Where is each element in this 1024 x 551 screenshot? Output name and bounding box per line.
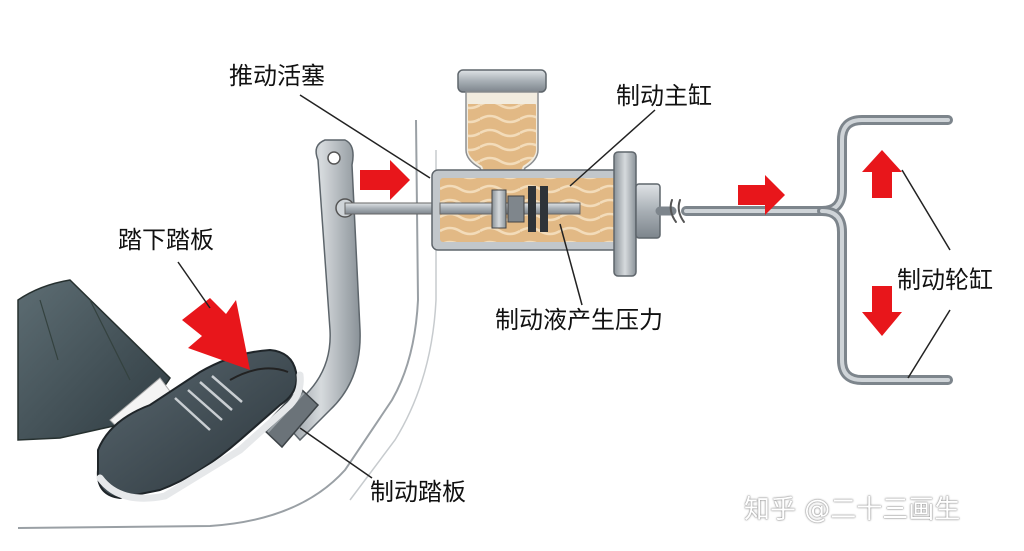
label-master-cylinder: 制动主缸 bbox=[616, 82, 712, 110]
label-fluid-pressure: 制动液产生压力 bbox=[495, 306, 663, 334]
label-wheel-cylinder: 制动轮缸 bbox=[897, 266, 993, 294]
shoe bbox=[96, 348, 304, 502]
label-brake-pedal: 制动踏板 bbox=[370, 478, 466, 506]
watermark: 知乎 @二十三画生 bbox=[744, 495, 961, 525]
brake-line bbox=[655, 115, 953, 385]
arrow-wheel-up bbox=[862, 150, 902, 198]
leader-brake-pedal bbox=[299, 427, 373, 479]
leader-step-pedal bbox=[177, 261, 211, 309]
leader-wheel-bottom bbox=[907, 309, 951, 379]
label-push-piston: 推动活塞 bbox=[229, 62, 325, 90]
pedal-lever bbox=[280, 139, 361, 442]
leader-master-cylinder bbox=[569, 109, 656, 187]
arrow-line-right bbox=[738, 175, 785, 215]
pressure-arrows bbox=[182, 150, 902, 370]
leader-fluid-pressure bbox=[559, 223, 583, 306]
arrow-wheel-down bbox=[862, 286, 902, 336]
arrow-foot-down bbox=[182, 298, 250, 370]
leader-wheel-top bbox=[901, 169, 951, 251]
master-cylinder bbox=[431, 69, 661, 277]
floor-line bbox=[17, 119, 420, 529]
arrow-push-right bbox=[360, 160, 410, 200]
label-step-pedal: 踏下踏板 bbox=[118, 226, 214, 254]
firewall-line bbox=[349, 150, 437, 501]
leader-lines bbox=[177, 94, 951, 479]
leader-push-piston bbox=[299, 94, 431, 179]
